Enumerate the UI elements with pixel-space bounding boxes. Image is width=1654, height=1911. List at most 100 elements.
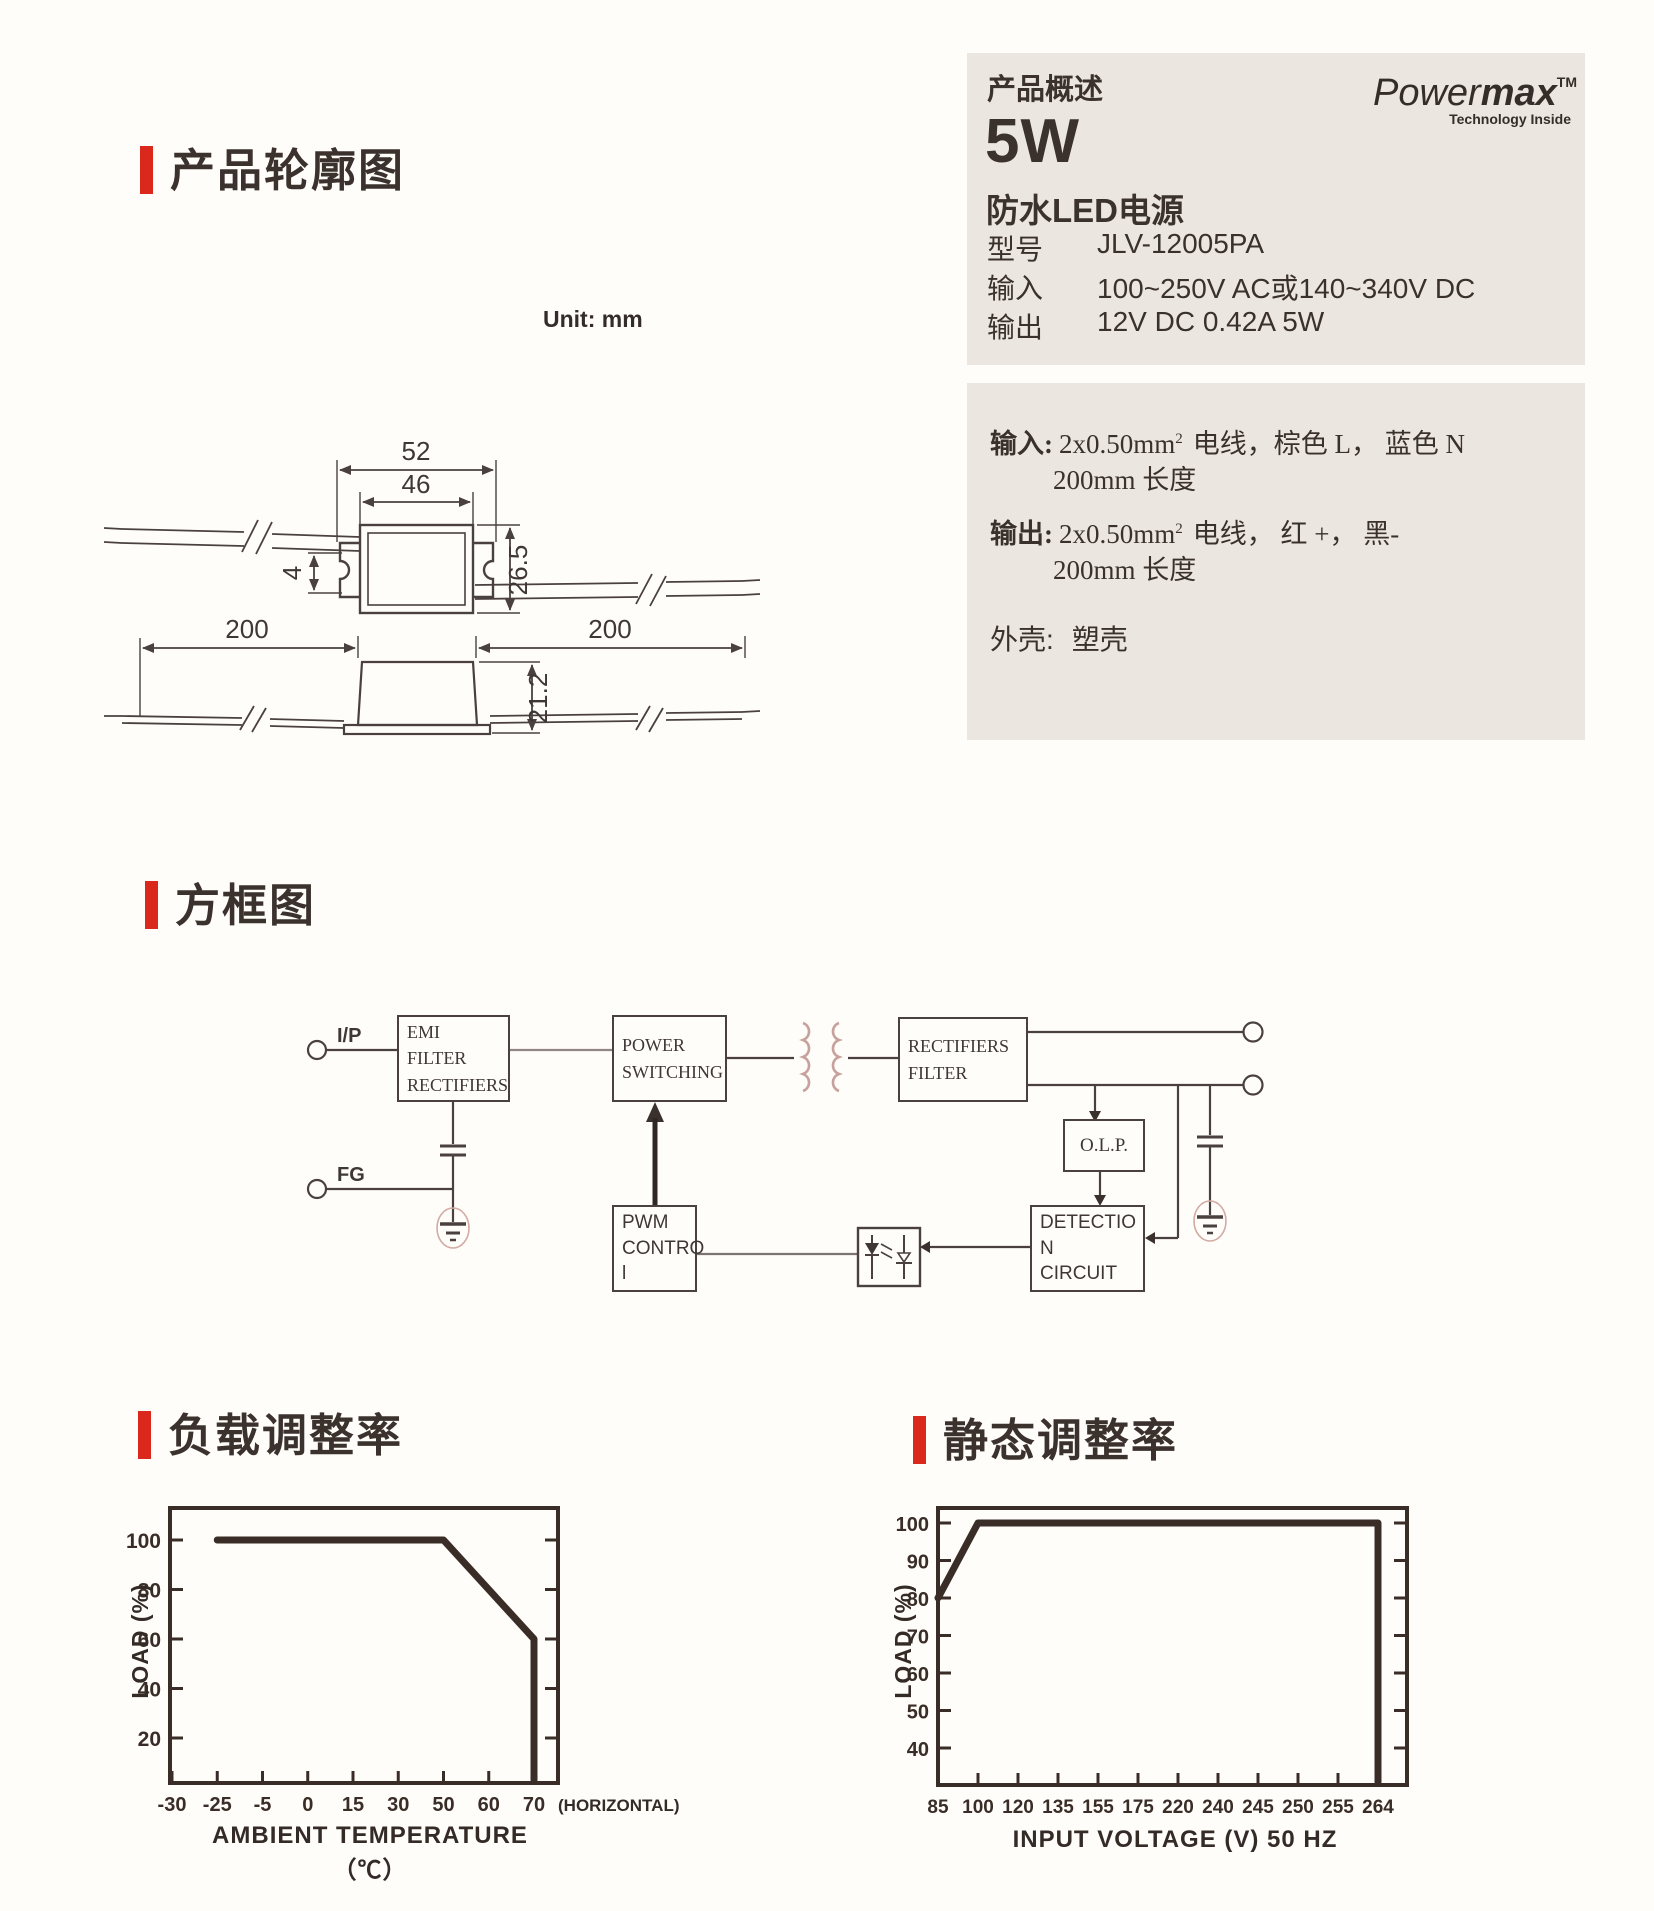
svg-text:255: 255	[1322, 1797, 1354, 1818]
shell-value: 塑壳	[1071, 624, 1128, 655]
dim-4-label: 4	[277, 566, 307, 580]
outline-drawing: 52 46 26.5 4	[103, 436, 761, 736]
section-outline: 产品轮廓图	[140, 146, 405, 194]
spec-value: 100~250V AC或140~340V DC	[1097, 273, 1476, 304]
overview-header: 产品概述	[987, 74, 1104, 106]
chart1-x-note: (HORIZONTAL)	[558, 1796, 680, 1815]
overview-panel	[967, 53, 1585, 365]
svg-text:0: 0	[302, 1794, 313, 1816]
svg-text:70: 70	[523, 1794, 545, 1816]
block-label: CONTRO	[622, 1237, 705, 1259]
spec-row-model: 型号 JLV-12005PA	[987, 228, 1264, 268]
svg-text:50: 50	[907, 1702, 929, 1724]
unit-label: Unit: mm	[543, 306, 643, 332]
svg-text:50: 50	[432, 1794, 454, 1816]
svg-text:80: 80	[138, 1580, 161, 1603]
red-accent-bar	[145, 881, 158, 929]
svg-text:80: 80	[907, 1589, 929, 1611]
wiring-panel	[967, 383, 1585, 740]
chart2-xlabel: INPUT VOLTAGE (V) 50 HZ	[1012, 1826, 1338, 1853]
svg-text:30: 30	[387, 1794, 409, 1816]
output-terminal-plus	[1242, 1021, 1264, 1043]
svg-text:85: 85	[927, 1797, 949, 1818]
section-static-title: 静态调整率	[943, 1414, 1179, 1466]
block-diagram: I/P FG	[306, 1021, 1264, 1288]
svg-text:100: 100	[962, 1797, 994, 1818]
wire-size: 2x0.50mm	[1059, 429, 1176, 459]
svg-text:60: 60	[907, 1664, 929, 1686]
left-mounting-tab	[338, 541, 360, 599]
dim-52-label: 52	[402, 436, 431, 466]
block-label: N	[1040, 1237, 1054, 1259]
spec-label: 输出	[987, 312, 1044, 343]
dim-200-right-label: 200	[588, 614, 631, 644]
ground-symbol	[436, 1207, 470, 1249]
svg-text:70: 70	[907, 1627, 929, 1649]
svg-text:20: 20	[138, 1728, 161, 1751]
powermax-logo: PowermaxTM Technology Inside	[1335, 72, 1577, 127]
wattage: 5W	[985, 107, 1080, 176]
dim-200-right: 200	[475, 614, 746, 658]
dim-26-5: 26.5	[477, 524, 533, 614]
svg-text:90: 90	[907, 1552, 929, 1574]
dim-52: 52	[336, 436, 497, 542]
brand-max: max	[1480, 72, 1557, 114]
dim-26-5-label: 26.5	[503, 545, 533, 596]
block-label: SWITCHING	[622, 1061, 723, 1082]
dim-200-left: 200	[139, 614, 359, 716]
top-view-body	[338, 523, 495, 615]
block-label: CIRCUIT	[1040, 1263, 1118, 1285]
section-load-title: 负载调整率	[168, 1409, 404, 1461]
wire-size-sup: 2	[1175, 431, 1183, 447]
chart1-ylabel: LOAD (%)	[127, 1583, 153, 1699]
ground-symbol	[1193, 1200, 1227, 1242]
svg-text:60: 60	[478, 1794, 500, 1816]
top-view-wires	[103, 519, 761, 607]
shell-row: 外壳: 塑壳	[990, 618, 1128, 658]
section-static-regulation: 静态调整率	[913, 1416, 1178, 1464]
dim-4: 4	[277, 552, 342, 594]
svg-text:15: 15	[342, 1794, 364, 1816]
arrow-to-detection	[1094, 1195, 1106, 1206]
spec-row-output: 输出 12V DC 0.42A 5W	[987, 306, 1324, 346]
svg-text:60: 60	[138, 1629, 161, 1652]
output-capacitor-ground	[1193, 1085, 1227, 1242]
block-power-switching: POWER SWITCHING	[612, 1015, 727, 1102]
block-label: PWM	[622, 1212, 669, 1234]
spec-row-input: 输入 100~250V AC或140~340V DC	[987, 267, 1475, 307]
wiring-label: 输入:	[990, 429, 1053, 459]
svg-text:220: 220	[1162, 1797, 1194, 1818]
block-label: FILTER	[908, 1062, 968, 1083]
block-label: EMI FILTER	[407, 1022, 467, 1069]
wire-size-sup: 2	[1175, 521, 1183, 537]
arrow-to-olp	[1089, 1111, 1101, 1122]
svg-text:250: 250	[1282, 1797, 1314, 1818]
arrow-into-opto	[920, 1241, 930, 1253]
spec-value: 12V DC 0.42A 5W	[1097, 306, 1325, 337]
svg-text:264: 264	[1362, 1797, 1394, 1818]
ip-label: I/P	[337, 1025, 361, 1047]
shell-label: 外壳:	[990, 624, 1054, 655]
svg-text:135: 135	[1042, 1797, 1074, 1818]
pwm-arrow-head	[646, 1102, 664, 1122]
section-block-title: 方框图	[175, 879, 317, 931]
chart1-xlabel: AMBIENT TEMPERATURE （℃）	[212, 1822, 528, 1884]
brand-name: PowermaxTM	[1335, 72, 1577, 115]
wire-size: 2x0.50mm	[1059, 519, 1176, 549]
wire-desc: 电线， 红 +， 黑-	[1192, 519, 1400, 549]
svg-text:40: 40	[907, 1739, 929, 1761]
block-detection-circuit: DETECTIO N CIRCUIT	[1030, 1205, 1145, 1292]
svg-text:155: 155	[1082, 1797, 1114, 1818]
block-label: RECTIFIERS	[407, 1074, 509, 1095]
svg-text:100: 100	[896, 1514, 929, 1536]
ip-terminal	[306, 1039, 328, 1061]
brand-power: Power	[1373, 72, 1481, 114]
svg-text:-25: -25	[203, 1794, 232, 1816]
svg-text:-5: -5	[254, 1794, 272, 1816]
fg-label: FG	[337, 1164, 365, 1186]
block-rectifiers-filter: RECTIFIERS FILTER	[898, 1017, 1028, 1102]
section-outline-title: 产品轮廓图	[170, 144, 406, 196]
dim-21-2: 21.2	[479, 661, 553, 734]
